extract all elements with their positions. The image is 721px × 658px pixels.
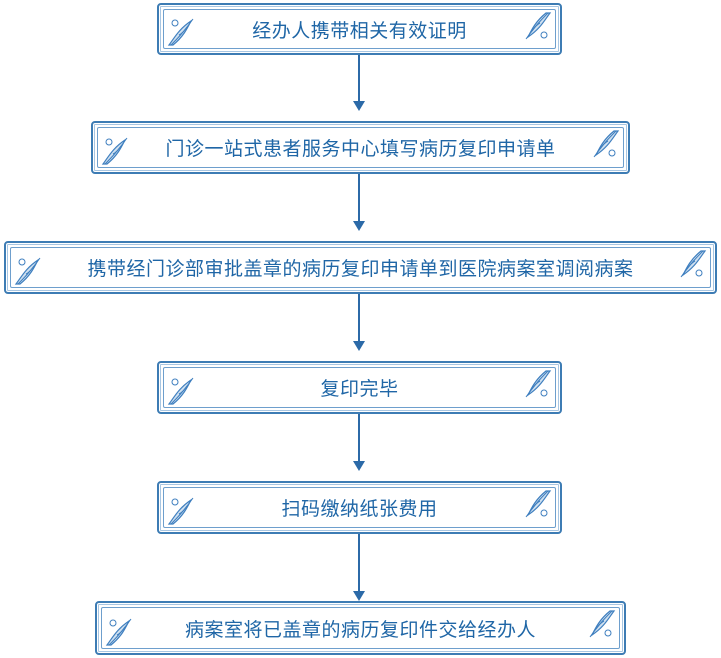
- leaf-ornament-icon: [680, 250, 707, 278]
- leaf-ornament-icon: [593, 130, 620, 158]
- leaf-ornament-icon: [525, 490, 552, 518]
- leaf-ornament-icon: [105, 618, 132, 646]
- step-2-box: 门诊一站式患者服务中心填写病历复印申请单: [91, 121, 630, 174]
- leaf-ornament-icon: [167, 18, 194, 46]
- arrow-down-icon: [353, 534, 365, 601]
- arrow-down-icon: [353, 55, 365, 111]
- leaf-ornament-icon: [525, 370, 552, 398]
- step-5-label: 扫码缴纳纸张费用: [281, 498, 438, 520]
- step-1-box: 经办人携带相关有效证明: [157, 3, 562, 55]
- leaf-ornament-icon: [589, 610, 616, 638]
- arrow-down-icon: [353, 414, 365, 471]
- step-6-box: 病案室将已盖章的病历复印件交给经办人: [95, 601, 626, 655]
- step-6-label: 病案室将已盖章的病历复印件交给经办人: [184, 618, 536, 641]
- leaf-ornament-icon: [525, 12, 552, 40]
- leaf-ornament-icon: [167, 497, 194, 525]
- step-3-box: 携带经门诊部审批盖章的病历复印申请单到医院病案室调阅病案: [4, 241, 717, 294]
- step-4-label: 复印完毕: [320, 378, 399, 400]
- step-3-label: 携带经门诊部审批盖章的病历复印申请单到医院病案室调阅病案: [87, 258, 634, 280]
- arrow-down-icon: [353, 174, 365, 231]
- leaf-ornament-icon: [167, 377, 194, 405]
- leaf-ornament-icon: [14, 257, 41, 285]
- step-1-label: 经办人携带相关有效证明: [252, 19, 467, 42]
- step-2-label: 门诊一站式患者服务中心填写病历复印申请单: [165, 138, 556, 160]
- leaf-ornament-icon: [101, 137, 128, 165]
- arrow-down-icon: [353, 294, 365, 351]
- step-5-box: 扫码缴纳纸张费用: [157, 481, 562, 534]
- step-4-box: 复印完毕: [157, 361, 562, 414]
